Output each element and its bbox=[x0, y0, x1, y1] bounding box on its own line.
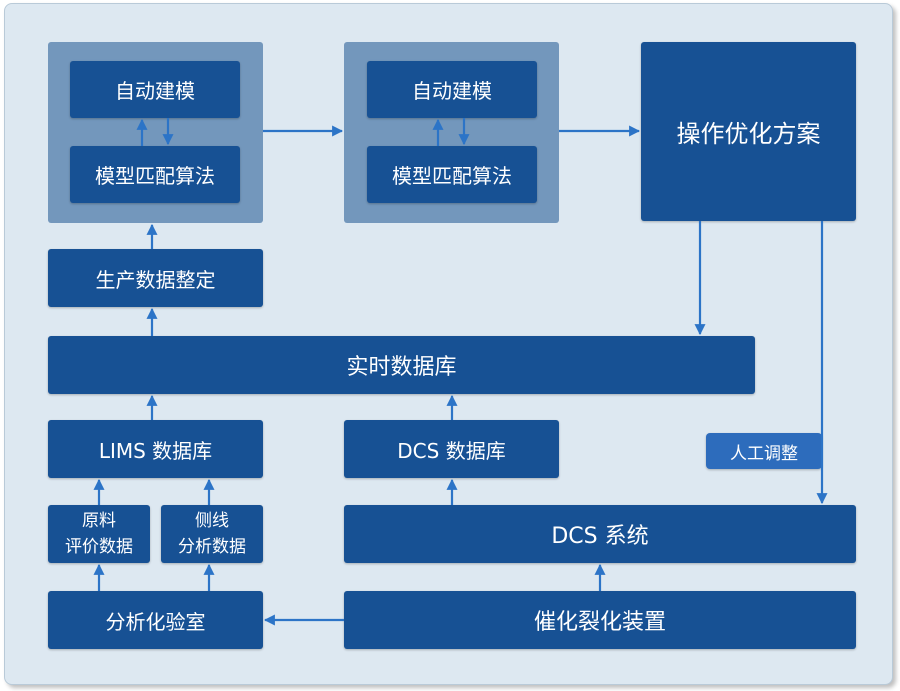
production-data-box: 生产数据整定 bbox=[48, 249, 263, 307]
lims-database-box: LIMS 数据库 bbox=[48, 420, 263, 478]
dcs-system-box: DCS 系统 bbox=[344, 505, 856, 563]
manual-adjust-box: 人工调整 bbox=[706, 433, 822, 469]
raw-material-data-box: 原料 评价数据 bbox=[48, 505, 150, 563]
connector-arrows bbox=[93, 118, 828, 626]
model-matching-box-2: 模型匹配算法 bbox=[367, 146, 537, 203]
auto-modeling-box-1: 自动建模 bbox=[70, 61, 240, 118]
model-matching-box-1: 模型匹配算法 bbox=[70, 146, 240, 203]
operation-optimization-box: 操作优化方案 bbox=[641, 42, 856, 221]
side-line-data-box: 侧线 分析数据 bbox=[161, 505, 263, 563]
side-line-line1: 侧线 bbox=[195, 511, 229, 531]
dcs-database-box: DCS 数据库 bbox=[344, 420, 559, 478]
raw-material-line1: 原料 bbox=[82, 511, 116, 531]
lab-box: 分析化验室 bbox=[48, 591, 263, 649]
realtime-database-box: 实时数据库 bbox=[48, 336, 755, 394]
raw-material-line2: 评价数据 bbox=[65, 537, 133, 557]
fcc-unit-box: 催化裂化装置 bbox=[344, 591, 856, 649]
side-line-line2: 分析数据 bbox=[178, 537, 246, 557]
auto-modeling-box-2: 自动建模 bbox=[367, 61, 537, 118]
diagram-canvas: 自动建模 模型匹配算法 自动建模 模型匹配算法 操作优化方案 生产数据整定 实时… bbox=[4, 3, 893, 685]
